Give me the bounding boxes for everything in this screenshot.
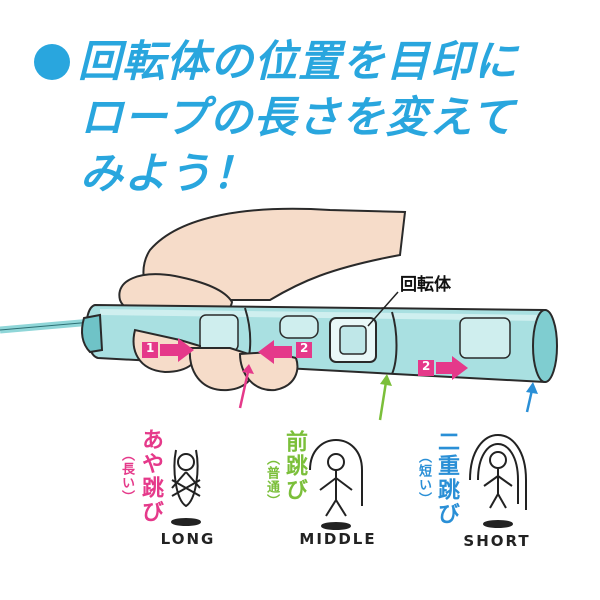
pink-indicator-arrow (238, 371, 250, 409)
headline-line-2: ロープの長さを変えて (80, 93, 516, 143)
mode-middle-name: 前跳び (282, 430, 307, 502)
rotor-callout-label: 回転体 (400, 275, 451, 295)
callout-leader (367, 291, 399, 327)
rotor-icon (329, 317, 377, 363)
arrow-icon-step1 (142, 338, 194, 362)
headline-line-1: 回転体の位置を目印に (34, 34, 594, 90)
jumper-figure-short-icon (469, 434, 527, 528)
mode-short-name: 二重跳び (434, 430, 459, 526)
jumper-figure-middle-icon (309, 439, 363, 530)
jumper-figure-long-icon (171, 449, 201, 526)
bullet-dot-icon (34, 44, 70, 80)
step1-marker: 1 (146, 341, 155, 355)
mode-long-label: LONG (160, 530, 216, 548)
mode-middle-label: MIDDLE (299, 530, 377, 548)
headline-line-3: みよう！ (80, 149, 256, 199)
green-indicator-arrow (378, 381, 388, 421)
mode-short-sub: （短い） (416, 450, 431, 506)
arrow-icon-step2a (258, 340, 312, 364)
step2-marker-b: 2 (422, 359, 431, 373)
mode-long-sub: （長い） (119, 448, 134, 504)
hand-icon (118, 207, 407, 320)
mode-short-label: SHORT (463, 532, 531, 550)
arrow-icon-step2b (418, 356, 468, 380)
blue-indicator-arrow (525, 389, 534, 413)
step2-marker-a: 2 (300, 341, 309, 355)
mode-middle-sub: （普通） (264, 452, 279, 508)
mode-long-name: あや跳び (138, 428, 163, 524)
headline: 回転体の位置を目印に ロープの長さを変えて みよう！ (34, 34, 594, 202)
